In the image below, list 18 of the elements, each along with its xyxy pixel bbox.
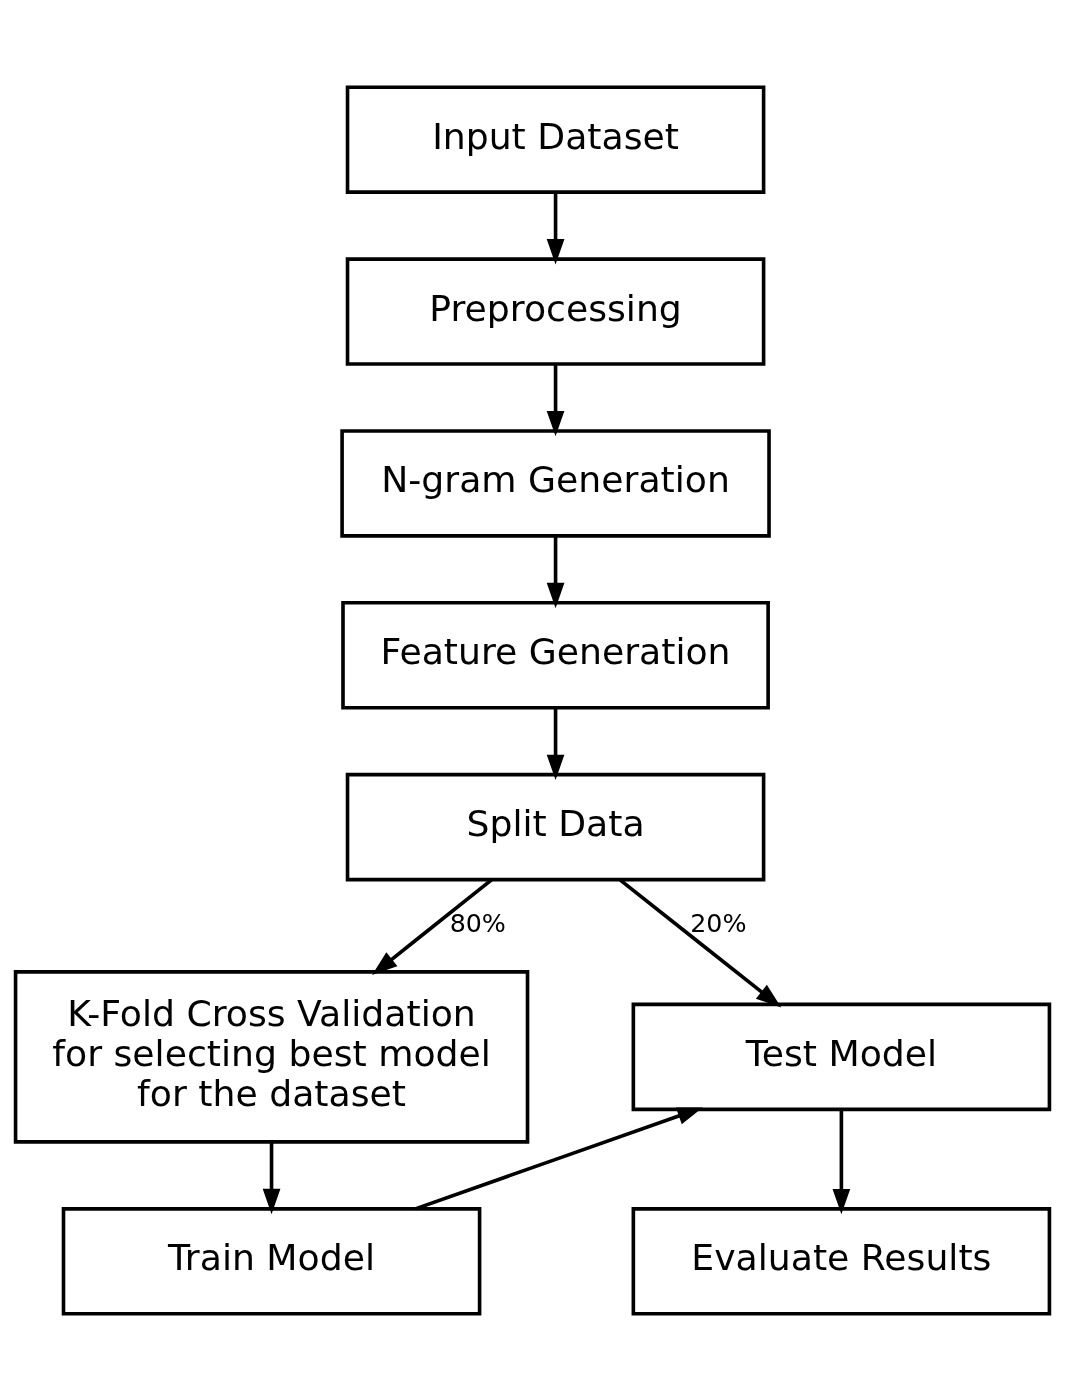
node-box: Train Model xyxy=(61,1206,482,1316)
node-box: Preprocessing xyxy=(345,256,766,366)
node-box: Input Dataset xyxy=(345,84,766,194)
arrow xyxy=(414,1107,703,1211)
node-box: N-gram Generation xyxy=(340,428,771,538)
arrow xyxy=(546,191,565,264)
node-box: Test Model xyxy=(631,1002,1052,1111)
arrow xyxy=(546,535,565,608)
edge-label: 80% xyxy=(449,907,506,938)
node-box: Evaluate Results xyxy=(631,1206,1052,1316)
arrow xyxy=(262,1141,281,1214)
node-box: Feature Generation xyxy=(341,600,770,710)
arrow xyxy=(546,363,565,436)
node-box: Split Data xyxy=(345,772,766,881)
arrow xyxy=(832,1108,851,1214)
arrow xyxy=(546,707,565,780)
edge-label: 20% xyxy=(690,907,747,938)
node-box: K-Fold Cross Validation for selecting best model for the dataset xyxy=(13,969,530,1144)
